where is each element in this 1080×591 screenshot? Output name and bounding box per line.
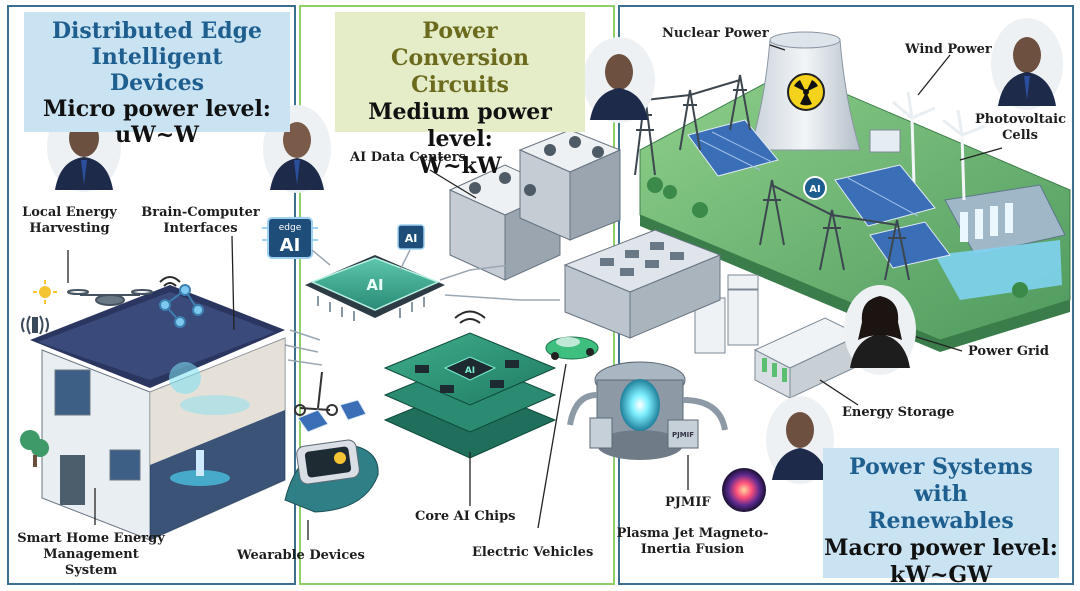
pjmif-sign-text: PJMIF <box>672 431 694 439</box>
reactor-building <box>869 129 901 153</box>
micro-panel-border <box>7 5 296 585</box>
label-brain-computer-interfaces: Brain-Computer Interfaces <box>141 205 260 236</box>
label-ai-data-centers: AI Data Centers <box>350 150 466 165</box>
macro-panel-title: Power Systems with Renewables <box>849 454 1033 534</box>
macro-power-level: Macro power level: <box>824 535 1058 561</box>
avatar <box>844 285 916 375</box>
label-wind-power: Wind Power <box>905 42 992 57</box>
medium-panel-title: Power Conversion Circuits <box>391 18 529 98</box>
tree-icon <box>20 430 49 467</box>
edge-chip-ai-text: AI <box>280 235 301 256</box>
label-nuclear-power: Nuclear Power <box>662 26 769 41</box>
small-ai-chip-icon <box>397 224 425 250</box>
label-energy-storage: Energy Storage <box>842 405 955 420</box>
edge-chip-edge-text: edge <box>279 223 302 233</box>
label-electric-vehicles: Electric Vehicles <box>472 545 594 560</box>
label-photovoltaic-cells: Photovoltaic Cells <box>975 112 1067 143</box>
micro-title-box: Distributed Edge Intelligent Devices Mic… <box>24 12 290 148</box>
molecule-network-icon <box>159 284 204 328</box>
energy-storage-units <box>753 317 862 399</box>
label-core-ai-chips: Core AI Chips <box>415 509 516 524</box>
factory-building <box>563 229 722 339</box>
transmission-tower-icon <box>634 74 910 281</box>
grid-ai-badge-text: AI <box>809 184 820 195</box>
vibration-icon <box>21 315 49 335</box>
label-wearable-devices: Wearable Devices <box>237 548 365 563</box>
leader-lines <box>67 44 1003 540</box>
avatar <box>991 18 1063 110</box>
avatar <box>583 37 655 123</box>
grid-ai-badge <box>803 176 827 200</box>
medium-power-level: Medium power level: <box>368 99 552 152</box>
big-chip-ai-text: AI <box>366 276 383 294</box>
label-local-energy-harvesting: Local Energy Harvesting <box>22 205 117 236</box>
medium-power-range: W~kW <box>418 153 502 179</box>
radiation-icon <box>787 73 825 111</box>
avatar <box>766 396 834 484</box>
hydro-water <box>935 240 1062 300</box>
label-plasma-jet-fusion: Plasma Jet Magneto-Inertia Fusion <box>616 526 769 557</box>
medium-title-box: Power Conversion Circuits Medium power l… <box>335 12 585 179</box>
trees <box>647 177 1028 298</box>
edge-ai-chip-icon <box>262 217 318 259</box>
label-power-grid: Power Grid <box>968 344 1049 359</box>
drone-icon <box>67 289 153 306</box>
wind-turbine-icon <box>892 91 986 201</box>
mini-solar-panel-icon <box>297 399 367 433</box>
board-ai-text: AI <box>465 366 475 376</box>
dam-gates-icon <box>960 203 1013 242</box>
pjmif-fusion-reactor <box>567 361 728 460</box>
circuit-traces <box>284 249 560 366</box>
macro-title-box: Power Systems with Renewables Macro powe… <box>823 448 1059 588</box>
macro-power-range: kW~GW <box>890 562 992 588</box>
smart-home-building <box>30 285 286 541</box>
plasma-jet-icon <box>722 468 766 512</box>
micro-panel-title: Distributed Edge Intelligent Devices <box>51 18 263 96</box>
data-center-racks <box>448 129 622 281</box>
solar-panel-array <box>687 119 951 269</box>
ai-processor-chip <box>305 255 445 321</box>
sun-icon <box>33 280 57 304</box>
core-ai-chip-boards <box>383 332 557 459</box>
label-pjmif: PJMIF <box>665 495 711 510</box>
electric-vehicle-icon <box>545 336 599 360</box>
label-smart-home-ems: Smart Home Energy Management System <box>17 531 165 578</box>
micro-power-range: uW~W <box>115 122 199 148</box>
micro-power-level: Micro power level: <box>43 96 271 122</box>
smartwatch-icon <box>284 439 379 513</box>
scooter-icon <box>294 371 338 416</box>
wifi-icon <box>159 276 486 324</box>
small-chip-ai-text: AI <box>405 232 418 245</box>
